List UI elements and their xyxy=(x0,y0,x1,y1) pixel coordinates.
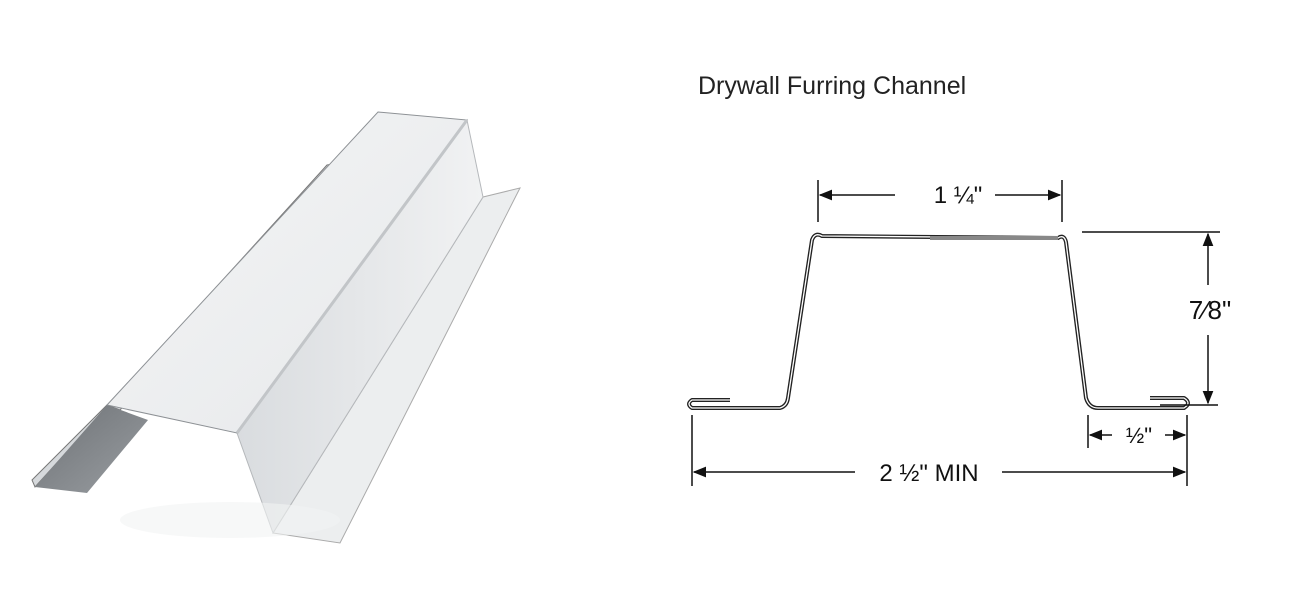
dim-height: 7⁄8" xyxy=(1189,295,1232,325)
dim-top-width: 1 ¼" xyxy=(934,182,983,209)
floor-shadow xyxy=(120,502,340,538)
dimension-lines xyxy=(691,180,1220,486)
channel-profile xyxy=(687,232,1190,410)
ridge-edge xyxy=(235,119,469,434)
left-web-shadow xyxy=(35,405,148,493)
dim-flange-width: ½" xyxy=(1126,423,1152,448)
furring-channel-illustration xyxy=(31,111,521,544)
dim-overall-width: 2 ½" MIN xyxy=(879,460,978,487)
diagram-title: Drywall Furring Channel xyxy=(698,72,967,100)
